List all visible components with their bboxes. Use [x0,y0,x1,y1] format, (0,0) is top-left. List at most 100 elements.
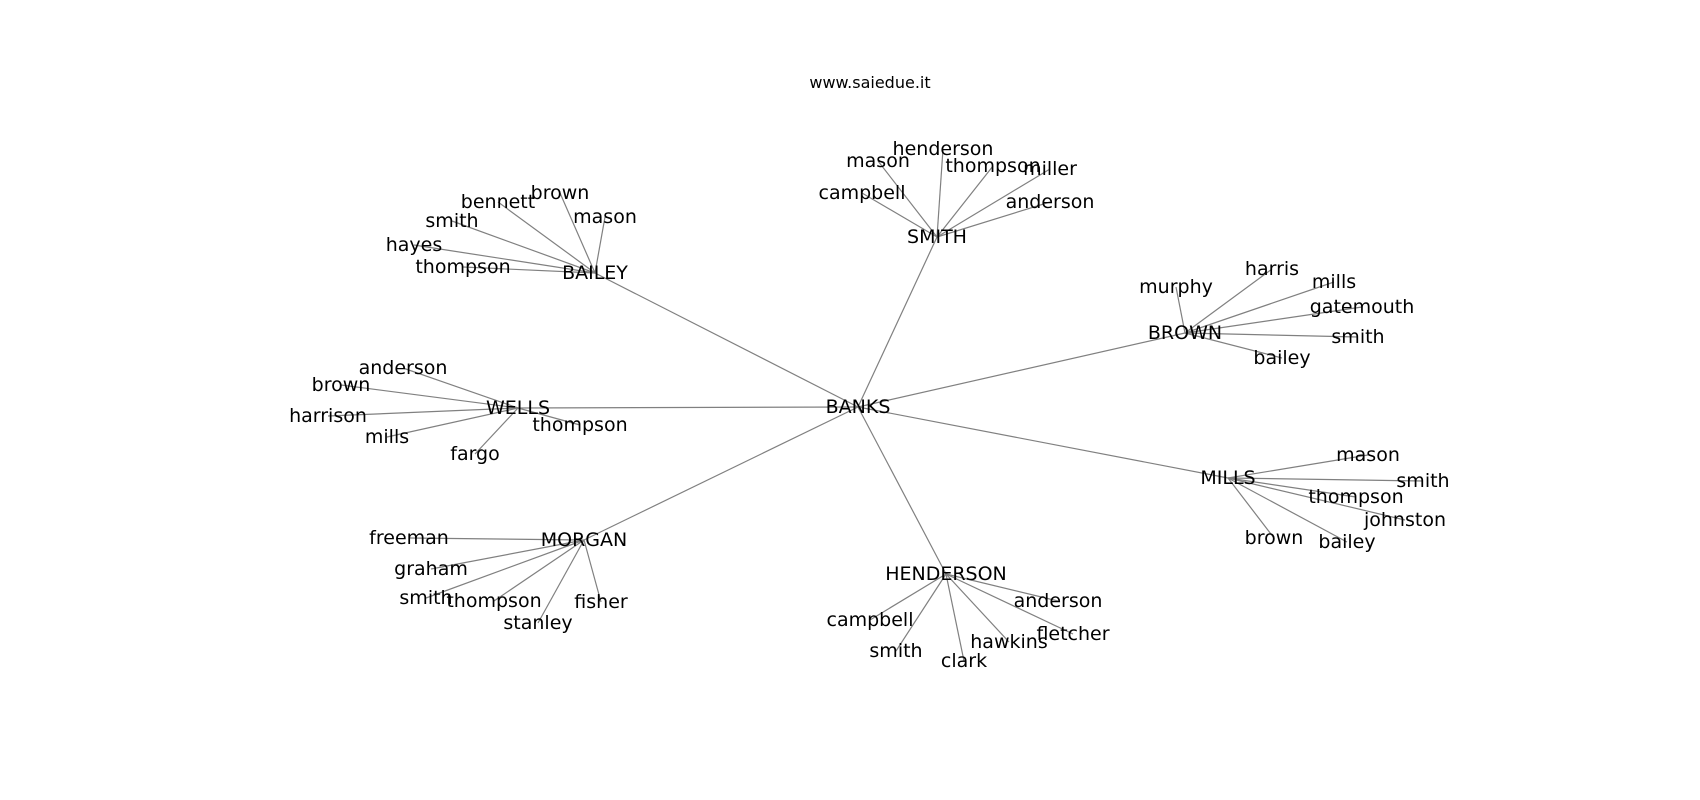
edge-mills-brown [1227,477,1275,539]
node-brown-smith: smith [1331,326,1384,348]
node-root: BANKS [826,396,891,418]
node-wells-harrison: harrison [289,405,367,427]
edge-bailey-thompson [462,266,596,274]
edge-bailey-mason [594,216,606,274]
edge-root-morgan [583,406,859,541]
node-brown-murphy: murphy [1139,276,1213,298]
edge-wells-harrison [327,407,519,417]
edge-mills-mason [1227,454,1369,479]
node-mills-brown: brown [1245,527,1304,549]
node-wells-anderson: anderson [359,357,448,379]
node-bailey-thompson: thompson [415,256,510,278]
node-smith-henderson: henderson [893,138,994,160]
edge-wells-anderson [402,367,519,409]
edge-mills-smith [1227,477,1424,482]
node-henderson-fletcher: fletcher [1036,623,1109,645]
node-wells: WELLS [486,397,550,419]
edge-bailey-smith [451,220,596,274]
node-wells-mills: mills [365,426,409,448]
node-henderson-smith: smith [869,640,922,662]
edge-brown-harris [1184,268,1273,334]
edge-henderson-hawkins [945,573,1010,643]
node-bailey-brown: brown [531,182,590,204]
node-mills-thompson: thompson [1308,486,1403,508]
edge-smith-thompson [936,165,994,238]
edge-wells-thompson [517,407,581,426]
edge-mills-thompson [1227,477,1357,498]
node-brown-mills: mills [1312,271,1356,293]
edge-morgan-thompson [493,539,585,602]
edge-brown-gatemouth [1184,306,1363,334]
node-brown-bailey: bailey [1253,347,1310,369]
edge-root-mills [857,406,1229,479]
edge-morgan-graham [430,539,585,570]
node-morgan: MORGAN [541,529,627,551]
node-smith-campbell: campbell [819,182,906,204]
node-mills: MILLS [1200,467,1255,489]
edge-wells-brown [340,384,519,409]
node-mills-johnston: johnston [1363,509,1446,531]
edge-morgan-smith [425,539,585,599]
edge-morgan-fisher [583,539,602,603]
edge-mills-johnston [1227,477,1406,521]
node-mills-smith: smith [1396,470,1449,492]
page-title: www.saiedue.it [809,73,930,92]
node-henderson-campbell: campbell [827,609,914,631]
node-smith-mason: mason [846,150,910,172]
edge-morgan-stanley [537,539,585,624]
edge-smith-anderson [936,201,1051,238]
node-mills-mason: mason [1336,444,1400,466]
edge-root-smith [857,236,938,408]
edge-henderson-smith [895,573,947,652]
edge-mills-bailey [1227,477,1348,543]
edge-bailey-hayes [413,244,596,274]
node-morgan-freeman: freeman [369,527,449,549]
edge-morgan-freeman [408,537,585,541]
edge-bailey-brown [559,192,596,274]
node-bailey-hayes: hayes [386,234,443,256]
edge-root-wells [517,406,859,409]
edge-wells-mills [386,407,519,438]
node-brown-gatemouth: gatemouth [1310,296,1415,318]
edge-smith-henderson [936,148,944,238]
edge-smith-campbell [861,192,938,238]
node-morgan-graham: graham [394,558,468,580]
edge-henderson-campbell [869,573,947,621]
node-wells-fargo: fargo [450,443,500,465]
node-bailey-smith: smith [425,210,478,232]
edge-brown-bailey [1184,332,1283,359]
node-brown-harris: harris [1245,258,1299,280]
edge-root-brown [857,332,1186,408]
node-bailey-bennett: bennett [461,191,535,213]
edge-smith-miller [936,168,1051,238]
node-mills-bailey: bailey [1318,531,1375,553]
node-morgan-smith: smith [399,587,452,609]
node-brown: BROWN [1148,322,1222,344]
node-morgan-stanley: stanley [503,612,572,634]
node-wells-brown: brown [312,374,371,396]
edge-layer [327,148,1424,662]
node-smith: SMITH [907,226,967,248]
node-henderson: HENDERSON [885,563,1007,585]
edge-henderson-clark [945,573,965,662]
edge-brown-smith [1184,332,1359,338]
node-henderson-clark: clark [941,650,987,672]
node-smith-thompson: thompson [945,155,1040,177]
edge-henderson-fletcher [945,573,1074,635]
node-smith-anderson: anderson [1006,191,1095,213]
node-henderson-hawkins: hawkins [970,631,1047,653]
node-henderson-anderson: anderson [1014,590,1103,612]
node-morgan-thompson: thompson [446,590,541,612]
edge-wells-fargo [474,407,519,455]
edge-root-henderson [857,406,947,575]
edge-brown-mills [1184,281,1335,334]
edge-brown-murphy [1175,286,1186,334]
node-smith-miller: miller [1023,158,1077,180]
node-morgan-fisher: fisher [574,591,628,613]
node-bailey-mason: mason [573,206,637,228]
edge-smith-mason [877,160,938,238]
node-bailey: BAILEY [562,262,628,284]
edge-bailey-bennett [497,201,596,274]
